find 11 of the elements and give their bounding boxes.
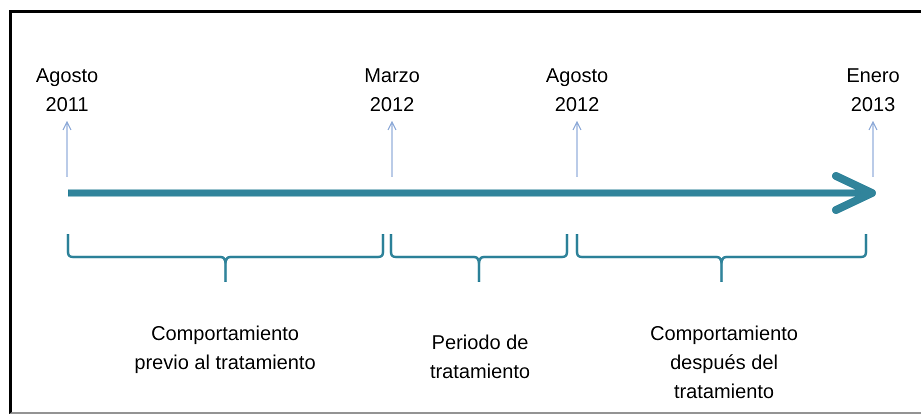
arrow	[62, 121, 72, 177]
period-label: Periodo de tratamiento	[428, 331, 532, 385]
date-label: Agosto 2011	[25, 62, 109, 120]
date-label: Agosto 2012	[535, 62, 619, 120]
arrow	[868, 121, 878, 177]
period-label: Comportamiento previo al tratamiento	[133, 322, 317, 376]
date-label: Enero 2013	[831, 62, 915, 120]
period-label: Comportamiento después del tratamiento	[649, 322, 799, 405]
date-label: Marzo 2012	[350, 62, 434, 120]
arrow	[387, 121, 397, 177]
arrow	[572, 121, 582, 177]
